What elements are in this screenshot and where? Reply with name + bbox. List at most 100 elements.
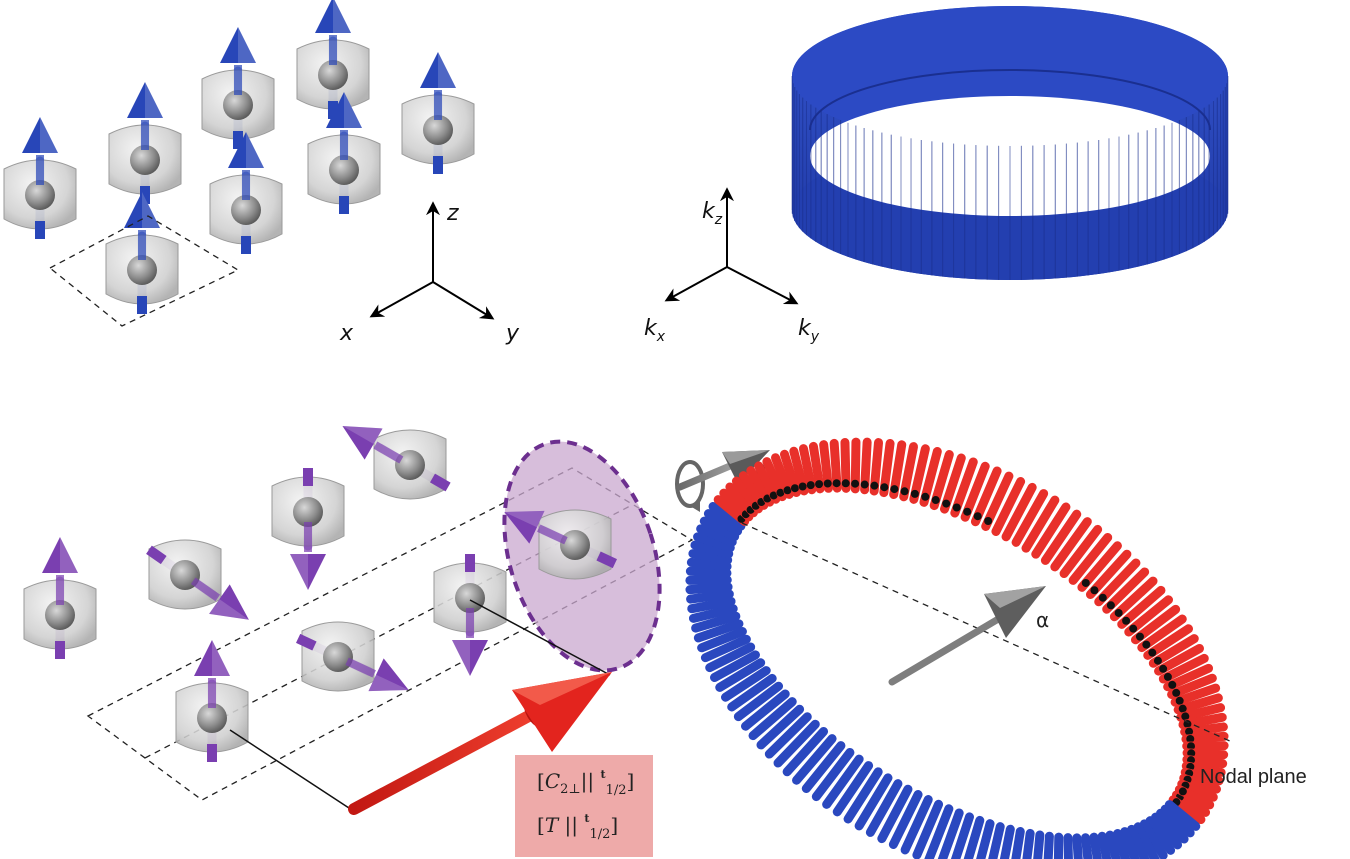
altermagnet-lattice: [23, 426, 694, 801]
ring-segment: [700, 634, 751, 663]
ring-segment: [950, 812, 974, 859]
ring-segment: [988, 822, 1005, 859]
ring-segment: [877, 784, 913, 844]
spin-up-atom: [108, 82, 182, 204]
ring-segment: [1081, 833, 1093, 859]
ring-segment: [1001, 482, 1037, 542]
ring-segment: [697, 627, 747, 653]
ring-segment: [1063, 833, 1073, 859]
spin-up-atom: [296, 0, 370, 119]
ring-segment: [1068, 532, 1113, 585]
ring-segment: [782, 726, 829, 777]
ring-segment: [740, 689, 790, 731]
ring-segment: [1120, 827, 1140, 859]
ring-segment: [924, 804, 954, 859]
ring-segment: [999, 824, 1015, 859]
ring-segment: [721, 666, 771, 702]
ring-segment: [1022, 828, 1035, 859]
ring-segment: [1089, 832, 1102, 859]
axis-label-z: z: [446, 201, 459, 226]
ring-segment: [811, 747, 855, 802]
ring-segment: [703, 509, 743, 536]
ring-segment: [976, 819, 995, 859]
ring-segment: [1145, 816, 1176, 855]
ring-segment: [686, 557, 732, 571]
ring-segment: [748, 697, 797, 741]
ring-segment: [708, 501, 746, 531]
ring-segment: [1021, 495, 1060, 553]
symmetry-line-1: [C2⊥|| t1/2]: [537, 768, 635, 798]
ring-segment: [888, 790, 923, 849]
ring-segment: [1160, 804, 1195, 838]
spin-atom: [23, 537, 97, 659]
ring-segment: [1156, 808, 1189, 844]
ring-segment: [900, 795, 933, 855]
ring-segment: [1133, 822, 1160, 859]
ring-segment: [691, 611, 741, 633]
ring-segment: [685, 582, 733, 595]
ring-segment: [832, 761, 874, 817]
ring-segment: [686, 589, 734, 604]
spin-atom: [342, 426, 451, 500]
ferromagnet-lattice: [3, 0, 475, 327]
ring-segment: [1139, 819, 1168, 859]
ring-segment: [688, 549, 733, 565]
ring-segment: [727, 673, 777, 712]
ring-segment: [1105, 830, 1121, 859]
spin-up-atom: [105, 192, 179, 314]
axis-label-y: y: [505, 321, 520, 346]
ring-segment: [854, 773, 893, 831]
ring-segment: [1151, 812, 1183, 850]
ring-segment: [912, 799, 944, 859]
ring-segment: [1011, 826, 1025, 859]
ring-segment: [685, 566, 732, 578]
real-space-axes: [369, 201, 495, 320]
ring-alpha-label: α: [1036, 608, 1049, 632]
ring-segment: [1050, 517, 1092, 572]
ring-segment: [822, 754, 864, 809]
momentum-space-axes: [664, 187, 799, 305]
ring-hole: [732, 493, 1182, 833]
ring-segment: [705, 642, 756, 673]
nodal-plane-label: Nodal plane: [1200, 766, 1307, 788]
ring-segment: [1113, 829, 1131, 859]
spin-up-atom: [201, 27, 275, 149]
ring-segment: [687, 596, 736, 614]
ring-segment: [963, 815, 985, 859]
ring-segment: [1164, 800, 1201, 831]
altermagnet-band-ring: [685, 437, 1229, 859]
ring-segment: [699, 516, 740, 541]
ring-segment: [1097, 831, 1112, 859]
axis-label-kz: kz: [702, 199, 723, 228]
ring-segment: [1059, 524, 1103, 579]
spin-atom: [175, 640, 249, 762]
ring-segment: [773, 719, 820, 768]
translation-vector: [229, 599, 612, 815]
ring-segment: [865, 779, 903, 837]
ring-segment: [1040, 509, 1082, 565]
ring-segment: [843, 767, 883, 824]
unit-cell-outline-large: [86, 467, 694, 801]
axis-label-kx: kx: [644, 316, 666, 345]
ring-segment: [1043, 831, 1054, 859]
ring-segment: [696, 524, 737, 547]
spin-atom: [504, 509, 617, 580]
ring-segment: [733, 681, 784, 722]
spin-up-atom: [3, 117, 77, 239]
axis-label-x: x: [339, 321, 354, 346]
ring-segment: [1011, 489, 1049, 547]
spin-atom: [433, 554, 507, 676]
ring-segment: [693, 619, 744, 643]
symmetry-line-2: [T || t1/2]: [537, 812, 619, 842]
spin-atom: [146, 539, 249, 620]
ring-segment: [1053, 832, 1064, 859]
ring-center-arrow: [888, 586, 1046, 686]
ring-segment: [690, 540, 734, 559]
symmetry-operations-box: [C2⊥|| t1/2] [T || t1/2]: [515, 755, 653, 857]
spin-up-atom: [307, 92, 381, 214]
ring-segment: [1033, 830, 1045, 859]
axis-label-ky: ky: [798, 316, 820, 345]
ring-segment: [1031, 502, 1071, 559]
nodal-plane-line: [741, 522, 1233, 743]
